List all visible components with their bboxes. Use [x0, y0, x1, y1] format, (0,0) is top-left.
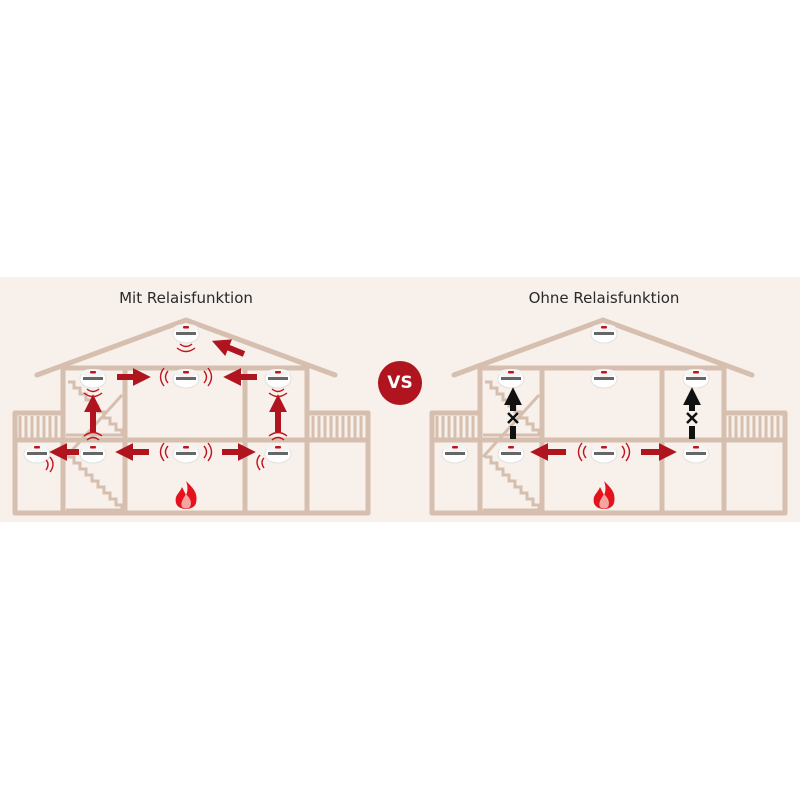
- blocked-arrows: [504, 387, 701, 439]
- smoke-detector: [682, 368, 710, 389]
- right-panel-title: Ohne Relaisfunktion: [528, 289, 680, 307]
- smoke-detector: [256, 431, 292, 471]
- smoke-detector: [172, 323, 200, 353]
- blocked-x-icon: [686, 412, 698, 424]
- vs-badge: VS: [378, 361, 422, 405]
- blocked-x-icon: [507, 412, 519, 424]
- fire-icon: [175, 481, 197, 509]
- smoke-detector: [577, 442, 631, 464]
- smoke-detector: [441, 443, 469, 464]
- fire-icon: [593, 481, 615, 509]
- smoke-detector: [159, 442, 213, 464]
- smoke-detector: [590, 323, 618, 344]
- smoke-detector: [590, 368, 618, 389]
- smoke-detector: [497, 443, 525, 464]
- house-without-relay: [432, 320, 785, 513]
- smoke-detector: [159, 367, 213, 389]
- smoke-detector: [682, 443, 710, 464]
- house-with-relay: [15, 320, 368, 513]
- smoke-detector: [264, 368, 292, 398]
- smoke-detector: [23, 443, 54, 473]
- smoke-detector: [79, 368, 107, 398]
- signal-arrows: [49, 339, 287, 461]
- smoke-detector: [497, 368, 525, 389]
- left-panel-title: Mit Relaisfunktion: [119, 289, 253, 307]
